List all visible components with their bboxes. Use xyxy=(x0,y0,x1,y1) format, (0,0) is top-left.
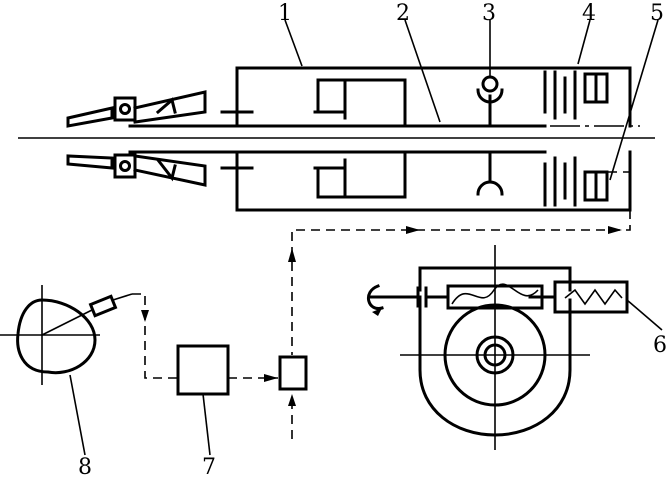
actuator-box xyxy=(278,355,308,391)
label-8: 8 xyxy=(78,455,92,479)
pull-rod xyxy=(128,124,547,154)
rotary-joint xyxy=(476,75,504,196)
spindle-housing-upper xyxy=(220,66,632,128)
cam-sensor xyxy=(0,285,133,385)
spindle-housing-lower xyxy=(220,150,632,212)
collet-chuck xyxy=(66,90,207,187)
label-4: 4 xyxy=(582,1,596,26)
label-3: 3 xyxy=(482,1,496,26)
controller-box xyxy=(176,344,230,396)
clutch-pack-upper xyxy=(543,70,609,120)
worm-gear-unit xyxy=(367,245,629,450)
label-2: 2 xyxy=(396,1,410,26)
leader-lines xyxy=(69,19,663,456)
clutch-pack-lower xyxy=(543,156,609,207)
control-circuit xyxy=(132,171,631,440)
label-5: 5 xyxy=(650,1,664,26)
label-6: 6 xyxy=(653,333,667,358)
label-7: 7 xyxy=(202,455,216,479)
label-1: 1 xyxy=(278,1,292,26)
